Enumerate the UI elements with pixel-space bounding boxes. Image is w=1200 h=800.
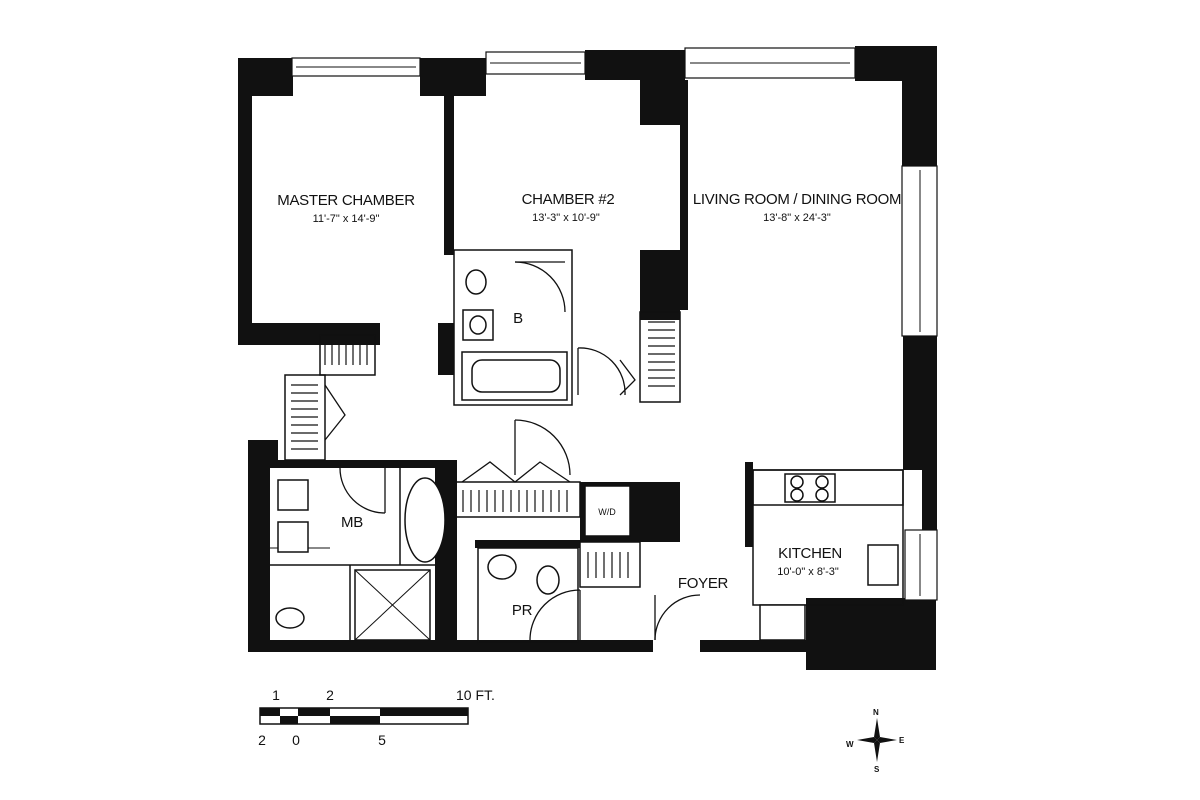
compass-e: E xyxy=(899,736,905,745)
wall-master-chamber2 xyxy=(444,85,454,255)
burner-1 xyxy=(790,475,804,489)
dims-kitchen: 10'-0" x 8'-3" xyxy=(777,566,839,578)
wall-pr-bottom xyxy=(475,540,580,548)
dims-living-dining: 13'-8" x 24'-3" xyxy=(763,212,831,224)
sink-mb-2 xyxy=(277,521,309,553)
wall-left-upper xyxy=(238,58,252,328)
sink-mb-1 xyxy=(277,479,309,511)
door-swings xyxy=(324,261,701,641)
label-foyer: FOYER xyxy=(678,575,729,592)
closet-master-left xyxy=(284,374,326,461)
compass-rose: N S E W xyxy=(846,708,905,774)
scale-label-1: 1 xyxy=(272,687,280,703)
interior-lines xyxy=(270,249,904,643)
label-living-dining: LIVING ROOM / DINING ROOM xyxy=(693,191,901,208)
kitchen-counter-top xyxy=(752,469,904,506)
room-labels: MASTER CHAMBER 11'-7" x 14'-9" CHAMBER #… xyxy=(277,191,901,619)
scale-label-10ft: 10 FT. xyxy=(456,687,495,703)
label-bath: B xyxy=(513,310,523,327)
label-master-bath: MB xyxy=(341,514,363,531)
closet-master xyxy=(319,334,376,376)
wall-right-kitchen xyxy=(922,470,937,530)
bathtub-b-inner xyxy=(471,359,561,393)
wall-column-top xyxy=(640,50,685,125)
label-washer-dryer: W/D xyxy=(598,507,616,517)
walls xyxy=(238,46,937,670)
compass-s: S xyxy=(874,765,880,774)
wall-left-lower xyxy=(248,440,270,650)
toilet-pr xyxy=(536,565,560,595)
burner-2 xyxy=(815,475,829,489)
sink-b-basin xyxy=(469,315,487,335)
powder-room-outline xyxy=(477,547,579,643)
compass-n: N xyxy=(873,708,879,717)
wall-bath-left xyxy=(438,323,454,375)
burner-4 xyxy=(815,488,829,502)
fridge xyxy=(759,604,806,641)
label-master-chamber: MASTER CHAMBER xyxy=(277,192,415,209)
wall-kitchen-left xyxy=(745,462,753,547)
label-kitchen: KITCHEN xyxy=(778,545,842,562)
wall-right-lower xyxy=(903,335,937,470)
closet-chamber2 xyxy=(639,311,681,403)
wall-left-bump xyxy=(238,323,380,345)
wall-chamber2-living xyxy=(680,80,688,310)
wall-column-mid xyxy=(640,250,680,320)
dims-master-chamber: 11'-7" x 14'-9" xyxy=(313,213,380,225)
washer-dryer xyxy=(584,485,631,537)
scale-label-bottom-0: 0 xyxy=(292,732,300,748)
label-powder-room: PR xyxy=(512,602,533,619)
windows xyxy=(291,47,938,601)
sink-pr xyxy=(487,554,517,580)
closet-hall xyxy=(454,481,581,518)
kitchen-sink xyxy=(867,544,899,586)
bathtub-mb xyxy=(404,477,446,563)
closet-foyer xyxy=(579,541,641,588)
wall-bottom-right xyxy=(700,640,810,652)
fixtures xyxy=(275,269,899,641)
compass-w: W xyxy=(846,740,854,749)
scale-bar: 1 2 10 FT. 2 0 5 xyxy=(258,687,495,748)
scale-label-bottom-5: 5 xyxy=(378,732,386,748)
toilet-mb xyxy=(275,607,305,629)
window-kitchen xyxy=(904,529,938,601)
closet-hatching xyxy=(291,321,675,578)
wall-right-upper xyxy=(902,46,937,166)
burner-3 xyxy=(790,488,804,502)
wall-bottom-corner xyxy=(806,598,936,670)
dims-chamber-2: 13'-3" x 10'-9" xyxy=(532,212,600,224)
scale-label-2: 2 xyxy=(326,687,334,703)
wall-mb-top xyxy=(270,460,455,468)
label-chamber-2: CHAMBER #2 xyxy=(522,191,615,208)
scale-label-bottom-2: 2 xyxy=(258,732,266,748)
bath-enclosure xyxy=(453,249,573,406)
toilet-b xyxy=(465,269,487,295)
